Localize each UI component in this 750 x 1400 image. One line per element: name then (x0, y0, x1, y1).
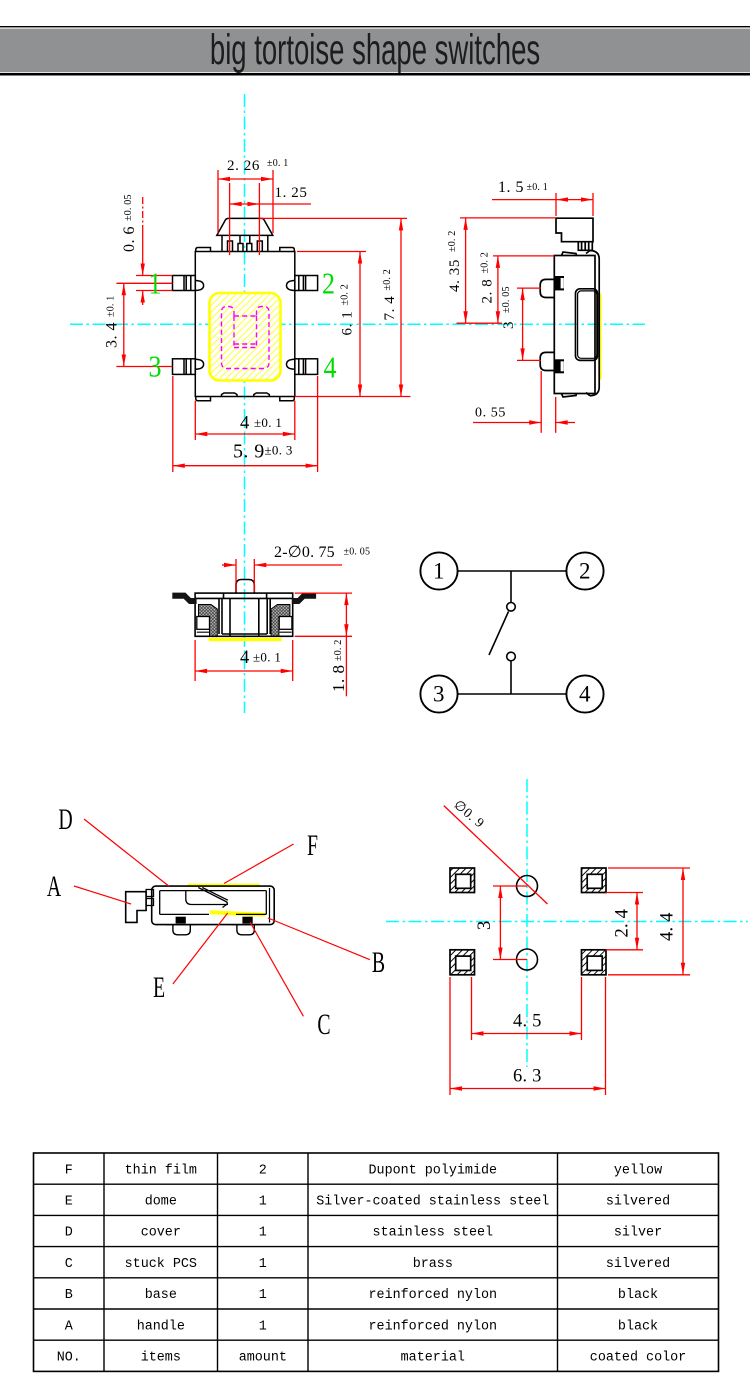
svg-text:1: 1 (259, 1319, 267, 1334)
svg-text:B: B (65, 1288, 73, 1303)
svg-text:4: 4 (240, 648, 249, 668)
svg-text:1: 1 (259, 1195, 267, 1210)
svg-text:base: base (145, 1288, 177, 1303)
svg-text:1. 8: 1. 8 (329, 665, 348, 693)
svg-text:4. 4: 4. 4 (658, 912, 678, 941)
svg-text:±0. 1: ±0. 1 (254, 415, 282, 430)
svg-text:±0. 1: ±0. 1 (253, 650, 281, 665)
svg-text:silvered: silvered (606, 1195, 670, 1210)
svg-text:1: 1 (259, 1257, 267, 1272)
svg-text:±0. 05: ±0. 05 (123, 194, 134, 221)
svg-text:thin film: thin film (125, 1163, 197, 1178)
svg-text:B: B (372, 946, 385, 979)
svg-text:±0. 2: ±0. 2 (447, 231, 458, 253)
svg-text:Silver-coated stainless steel: Silver-coated stainless steel (316, 1195, 549, 1210)
svg-text:black: black (618, 1288, 658, 1303)
svg-text:1: 1 (148, 266, 161, 301)
svg-text:0. 6: 0. 6 (121, 226, 138, 252)
svg-text:7. 4: 7. 4 (382, 296, 398, 321)
svg-text:0. 55: 0. 55 (475, 406, 506, 421)
svg-text:D: D (65, 1226, 73, 1241)
svg-text:1: 1 (259, 1288, 267, 1303)
svg-text:3: 3 (433, 682, 445, 707)
svg-text:4. 5: 4. 5 (513, 1012, 542, 1032)
svg-text:1: 1 (259, 1226, 267, 1241)
svg-text:6. 3: 6. 3 (513, 1067, 542, 1087)
svg-text:stainless steel: stainless steel (373, 1226, 494, 1241)
svg-text:amount: amount (239, 1351, 287, 1366)
svg-text:2: 2 (259, 1163, 267, 1178)
svg-text:A: A (65, 1319, 74, 1334)
svg-text:4: 4 (240, 414, 249, 434)
svg-text:±0. 3: ±0. 3 (265, 443, 293, 458)
svg-text:black: black (618, 1319, 658, 1334)
svg-text:coated color: coated color (590, 1351, 686, 1366)
svg-text:2-∅0. 75: 2-∅0. 75 (274, 544, 335, 561)
svg-text:±0. 05: ±0. 05 (501, 286, 512, 313)
svg-text:NO.: NO. (57, 1351, 81, 1366)
svg-text:4. 35: 4. 35 (447, 259, 463, 292)
svg-text:5. 9: 5. 9 (233, 441, 265, 463)
svg-text:material: material (401, 1351, 465, 1366)
svg-text:1. 25: 1. 25 (275, 185, 308, 201)
svg-text:6. 1: 6. 1 (340, 311, 356, 336)
svg-text:3. 4: 3. 4 (104, 322, 121, 348)
svg-text:reinforced nylon: reinforced nylon (369, 1288, 498, 1303)
svg-text:C: C (317, 1008, 330, 1041)
svg-text:±0. 2: ±0. 2 (480, 252, 491, 274)
svg-text:±0. 2: ±0. 2 (333, 640, 344, 662)
svg-text:yellow: yellow (614, 1163, 662, 1178)
svg-text:silvered: silvered (606, 1257, 670, 1272)
svg-text:dome: dome (145, 1195, 177, 1210)
svg-text:C: C (65, 1257, 73, 1272)
svg-text:silver: silver (614, 1226, 662, 1241)
svg-text:2. 4: 2. 4 (613, 909, 633, 938)
svg-text:items: items (141, 1351, 181, 1366)
svg-text:±0. 05: ±0. 05 (344, 547, 371, 558)
svg-text:2. 8: 2. 8 (480, 279, 496, 304)
svg-text:Dupont polyimide: Dupont polyimide (369, 1163, 498, 1178)
svg-text:stuck PCS: stuck PCS (125, 1257, 197, 1272)
svg-text:2: 2 (579, 559, 591, 584)
svg-text:big tortoise shape switches: big tortoise shape switches (210, 25, 540, 74)
svg-text:1. 5: 1. 5 (498, 179, 524, 196)
svg-text:±0. 1: ±0. 1 (267, 158, 289, 169)
svg-text:2. 26: 2. 26 (227, 158, 260, 174)
svg-text:±0. 2: ±0. 2 (382, 269, 393, 291)
svg-text:3: 3 (148, 349, 161, 384)
svg-text:cover: cover (141, 1226, 181, 1241)
svg-text:±0. 1: ±0. 1 (527, 182, 549, 193)
svg-text:D: D (58, 803, 72, 836)
svg-text:4: 4 (579, 682, 591, 707)
svg-text:handle: handle (137, 1319, 185, 1334)
svg-text:E: E (65, 1195, 73, 1210)
svg-text:brass: brass (413, 1257, 453, 1272)
svg-text:2: 2 (322, 266, 335, 301)
svg-text:reinforced nylon: reinforced nylon (369, 1319, 498, 1334)
svg-text:E: E (153, 971, 165, 1004)
svg-text:±0. 2: ±0. 2 (340, 284, 351, 306)
svg-text:∅0. 9: ∅0. 9 (451, 797, 487, 831)
svg-text:±0. 1: ±0. 1 (106, 296, 117, 318)
svg-text:F: F (65, 1163, 73, 1178)
svg-text:A: A (47, 870, 62, 903)
svg-text:3: 3 (501, 321, 517, 329)
svg-text:4: 4 (323, 350, 336, 385)
svg-text:1: 1 (433, 559, 445, 584)
svg-text:3: 3 (475, 921, 495, 930)
svg-text:F: F (307, 829, 318, 862)
